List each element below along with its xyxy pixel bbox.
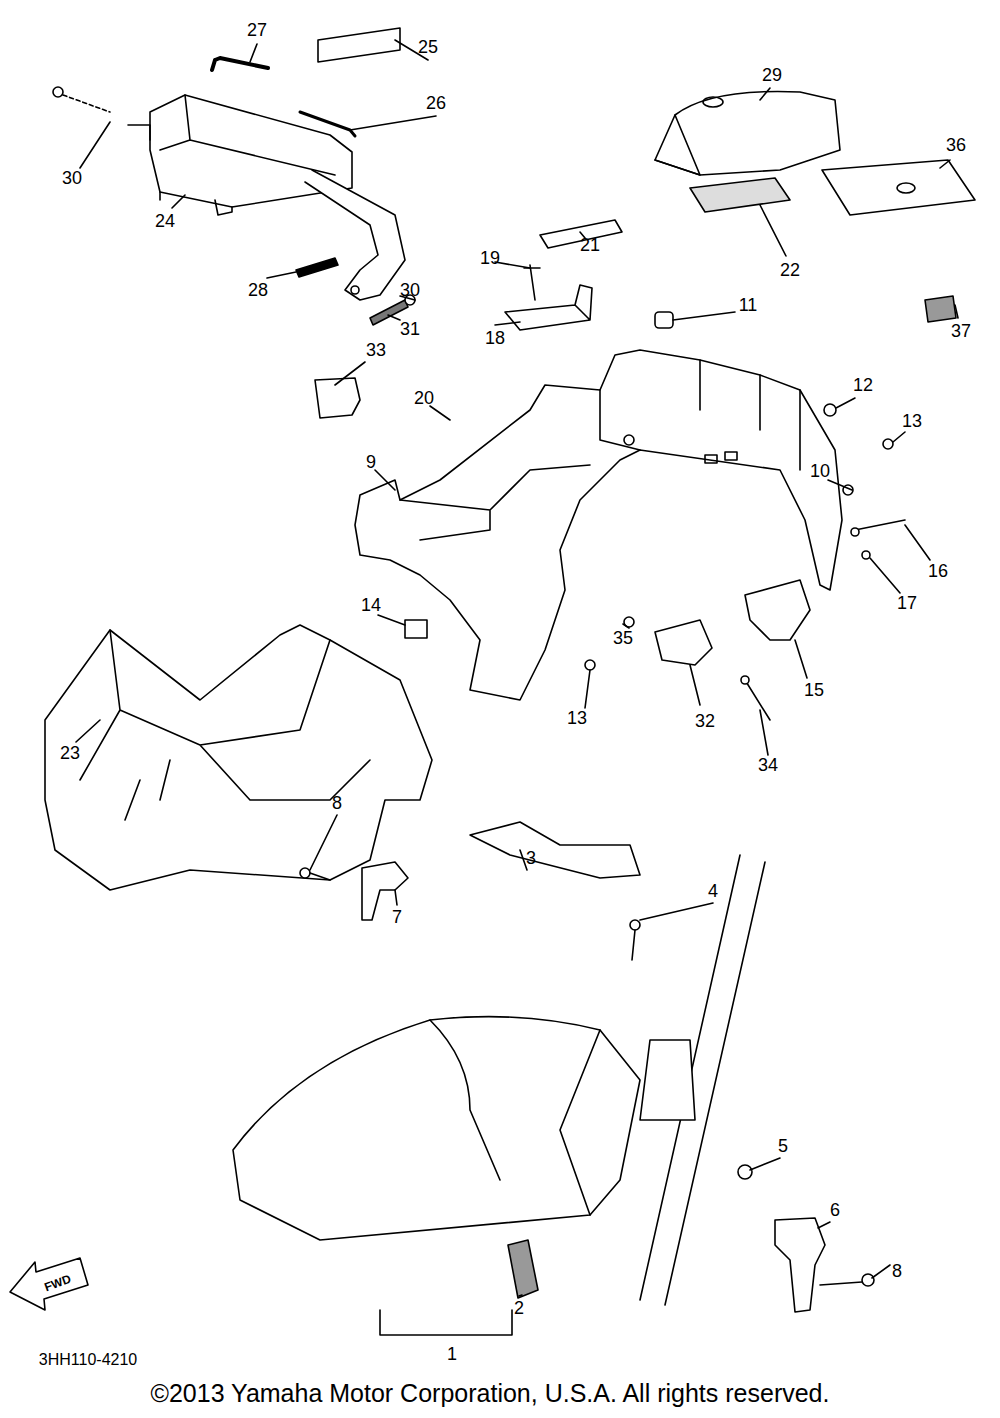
callout-number: 19 [478,248,502,268]
callout-number: 17 [895,593,919,613]
callout-number: 1 [445,1344,459,1364]
callout-number: 2 [512,1298,526,1318]
callout-number: 3 [524,848,538,868]
callout-number: 15 [802,680,826,700]
callout-number: 13 [900,411,924,431]
callout-number: 16 [926,561,950,581]
callout-number: 4 [706,881,720,901]
callout-number: 31 [398,319,422,339]
callout-number: 11 [737,295,760,315]
callout-number: 13 [565,708,589,728]
callout-number: 30 [60,168,84,188]
callout-number: 8 [330,793,344,813]
callout-number: 5 [776,1136,790,1156]
callout-number: 12 [851,375,875,395]
callout-number: 20 [412,388,436,408]
callout-number: 34 [756,755,780,775]
part-code: 3HH110-4210 [37,1351,139,1369]
callout-number: 32 [693,711,717,731]
callout-number: 9 [364,452,378,472]
callout-number: 35 [611,628,635,648]
callout-number: 22 [778,260,802,280]
callout-number: 27 [245,20,269,40]
callout-number: 29 [760,65,784,85]
callout-number: 23 [58,743,82,763]
callout-number: 25 [416,37,440,57]
callout-number: 21 [578,235,602,255]
callout-number: 7 [390,907,404,927]
callout-number: 6 [828,1200,842,1220]
callout-number: 18 [483,328,507,348]
copyright-notice: ©2013 Yamaha Motor Corporation, U.S.A. A… [149,1380,832,1407]
callout-number: 33 [364,340,388,360]
callout-number: 30 [398,280,422,300]
callout-number: 14 [359,595,383,615]
callout-number: 36 [944,135,968,155]
callout-number: 28 [246,280,270,300]
callout-number: 10 [808,461,832,481]
callout-number: 8 [890,1261,904,1281]
callout-number: 24 [153,211,177,231]
callout-number: 37 [949,321,973,341]
callout-number: 26 [424,93,448,113]
